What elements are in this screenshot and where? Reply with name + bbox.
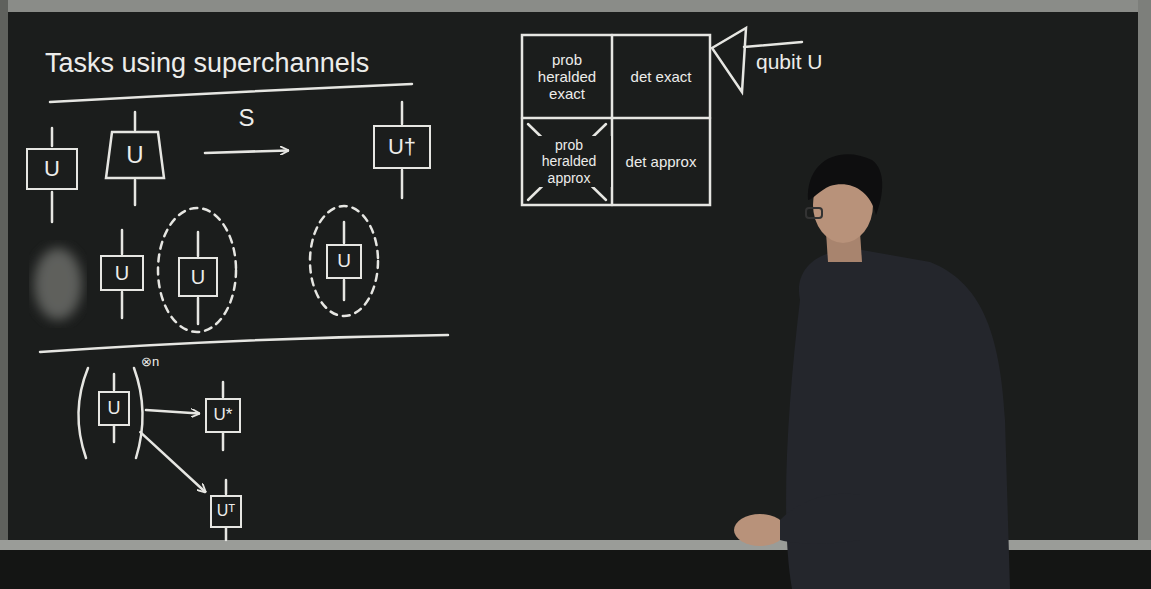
bracket bbox=[78, 368, 88, 458]
output-unitary-box: U† bbox=[373, 125, 431, 169]
task-arrow bbox=[146, 410, 199, 413]
unitary-label: U† bbox=[388, 134, 416, 160]
unitary-label: U bbox=[44, 156, 60, 182]
unitary-label: Uᵀ bbox=[217, 502, 235, 520]
output-unitary-box: Uᵀ bbox=[210, 495, 242, 528]
table-line bbox=[522, 117, 710, 120]
bracket bbox=[134, 368, 143, 458]
unitary-label: U bbox=[337, 250, 351, 272]
table-cell: det exact bbox=[612, 35, 710, 118]
task-arrow bbox=[140, 432, 205, 492]
lecturer bbox=[734, 154, 1010, 589]
unitary-box: U bbox=[100, 255, 144, 291]
dashed-ellipse bbox=[158, 208, 236, 332]
unitary-box: U bbox=[105, 131, 165, 179]
wire bbox=[134, 112, 137, 130]
table-cell: det approx bbox=[612, 118, 710, 205]
unitary-box: U bbox=[26, 148, 78, 190]
title-underline bbox=[50, 84, 412, 102]
wire bbox=[225, 528, 228, 540]
wire bbox=[51, 128, 54, 146]
wire bbox=[343, 222, 346, 243]
cell-text: det approx bbox=[626, 153, 697, 170]
unitary-label: U bbox=[126, 141, 143, 169]
cell-text: prob heralded approx bbox=[527, 136, 611, 186]
wire bbox=[197, 232, 200, 256]
table-frame bbox=[522, 35, 710, 205]
unitary-label: U bbox=[115, 262, 129, 285]
cell-text: det exact bbox=[631, 68, 692, 85]
pointer-triangle bbox=[712, 28, 746, 92]
board-frame bbox=[0, 0, 1151, 12]
superchannel-arrow bbox=[205, 150, 288, 152]
wire bbox=[401, 170, 404, 198]
wire bbox=[401, 102, 404, 124]
unitary-label: U bbox=[191, 266, 205, 289]
wire bbox=[222, 382, 225, 397]
wire bbox=[222, 433, 225, 450]
wire bbox=[197, 298, 200, 324]
wire bbox=[113, 374, 116, 390]
table-cell: prob heralded approx bbox=[522, 118, 616, 205]
unitary-box: U bbox=[178, 257, 218, 297]
wire bbox=[225, 480, 228, 494]
wire bbox=[121, 292, 124, 318]
tensor-power: ⊗n bbox=[141, 354, 159, 369]
wire bbox=[51, 192, 54, 222]
unitary-label: U bbox=[108, 398, 121, 419]
unitary-box: U bbox=[98, 391, 130, 426]
divider-line bbox=[40, 335, 448, 352]
erased-smudge bbox=[34, 248, 82, 320]
board-title: Tasks using superchannels bbox=[45, 48, 369, 79]
board-frame bbox=[0, 0, 8, 589]
pointer-line bbox=[744, 42, 802, 47]
table-cell: prob heralded exact bbox=[522, 35, 612, 118]
unitary-box: U bbox=[326, 244, 362, 279]
output-unitary-box: U* bbox=[205, 398, 241, 433]
note-text: qubit U bbox=[756, 50, 823, 74]
cell-text: prob heralded exact bbox=[528, 51, 606, 103]
wire bbox=[134, 180, 137, 205]
board-frame bbox=[1138, 0, 1151, 589]
dashed-ellipse bbox=[310, 206, 378, 316]
wire bbox=[113, 426, 116, 442]
wire bbox=[343, 280, 346, 300]
unitary-label: U* bbox=[214, 405, 233, 425]
superchannel-label: S bbox=[239, 104, 255, 132]
trapezoid-outline bbox=[106, 132, 164, 178]
wire bbox=[121, 230, 124, 254]
table-line bbox=[611, 35, 614, 205]
